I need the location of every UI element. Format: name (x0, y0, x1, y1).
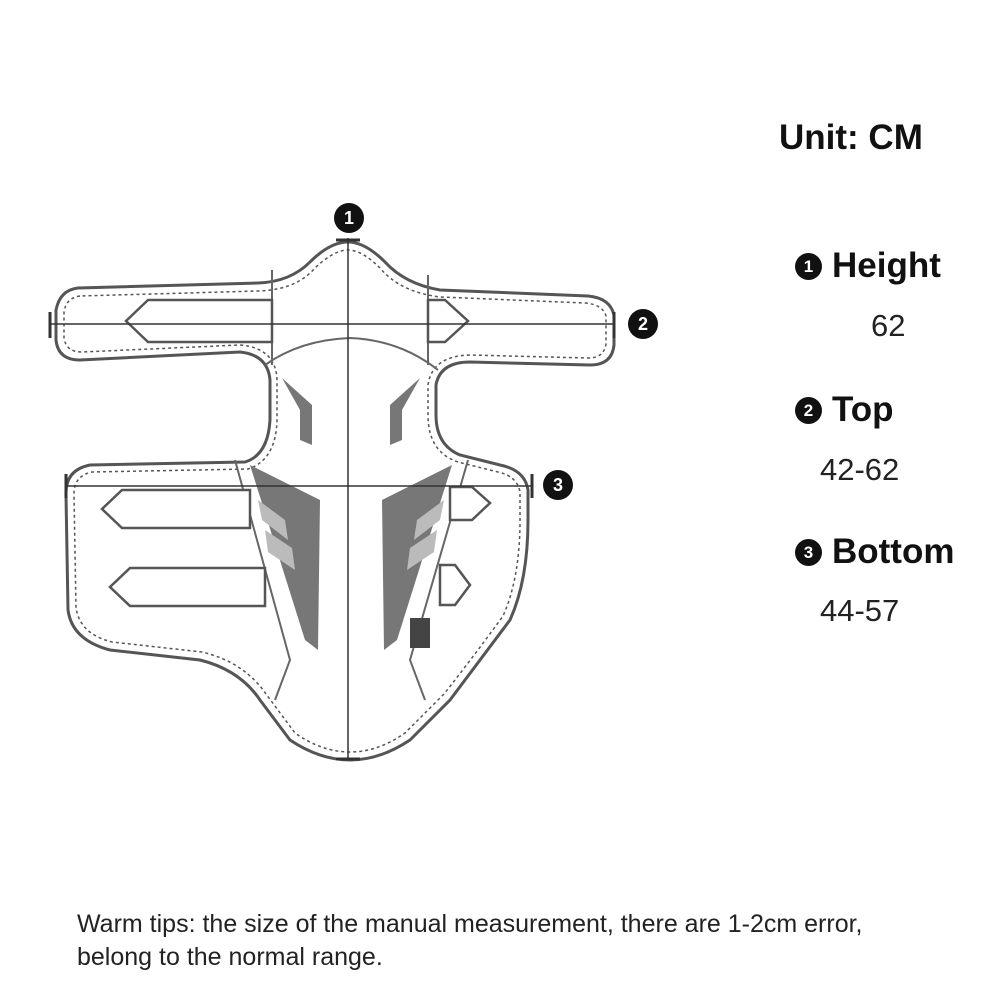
spec-label: Top (832, 390, 894, 429)
spec-number: 1 (795, 252, 822, 280)
spec-height: 1 Height (795, 246, 941, 286)
spec-label: Height (832, 246, 941, 285)
spec-value-top: 42-62 (820, 452, 900, 487)
reflective-stripes (250, 378, 452, 650)
straps (100, 298, 492, 608)
bottom-marker-3: 3 (543, 470, 573, 500)
pad-outline (54, 240, 616, 762)
inner-panel (234, 270, 469, 701)
measurement-lines (48, 238, 616, 761)
spec-top: 2 Top (795, 390, 894, 430)
warm-tips: Warm tips: the size of the manual measur… (77, 910, 863, 971)
height-marker-1: 1 (334, 203, 364, 233)
spec-value-height: 62 (871, 308, 906, 343)
spec-value-bottom: 44-57 (820, 593, 900, 628)
top-marker-2: 2 (628, 309, 658, 339)
spec-bottom: 3 Bottom (795, 532, 954, 572)
unit-title: Unit: CM (779, 118, 923, 157)
spec-label: Bottom (832, 532, 955, 571)
spec-number: 2 (795, 396, 822, 424)
spec-number: 3 (795, 538, 822, 566)
